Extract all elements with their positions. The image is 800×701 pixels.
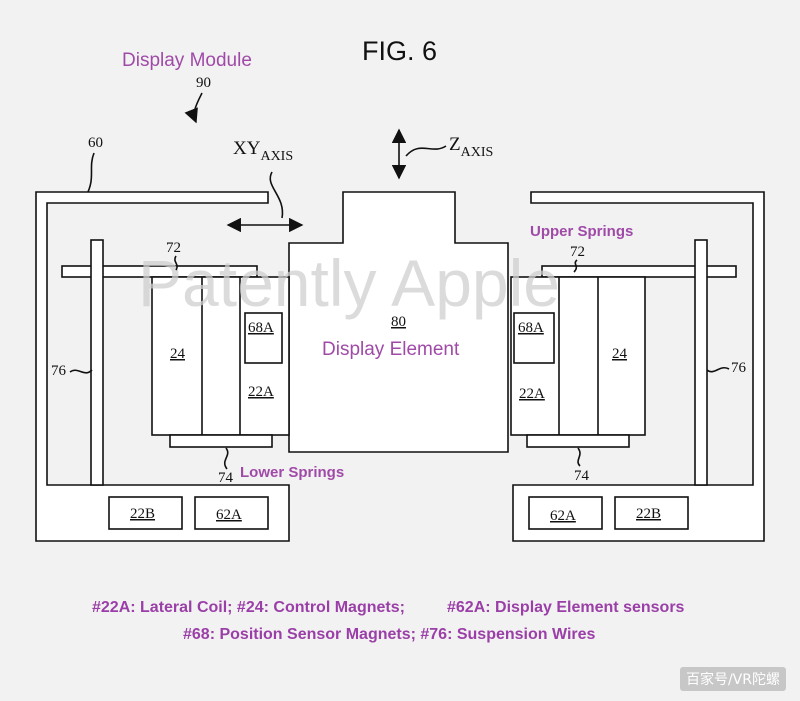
left-upper-spring-leader <box>174 255 178 271</box>
legend-line-1b: #62A: Display Element sensors <box>447 599 685 616</box>
right-sensor-magnet-ref: 68A <box>518 320 544 336</box>
left-upper-spring-ref: 72 <box>166 240 181 256</box>
left-magnet-ref: 24 <box>170 346 186 362</box>
right-lower-spring-leader <box>577 447 581 467</box>
housing-ref: 60 <box>88 135 103 151</box>
left-lower-spring-leader <box>223 447 229 470</box>
upper-springs-label: Upper Springs <box>530 223 633 240</box>
left-sensor-magnet <box>244 312 283 364</box>
left-lower-spring <box>169 434 273 448</box>
xy-axis-leader <box>269 171 284 219</box>
right-upper-spring-ref: 72 <box>570 244 585 260</box>
xy-axis-sub: AXIS <box>260 149 293 164</box>
left-lower-spring-ref: 74 <box>218 470 234 486</box>
xy-axis-label: XYAXIS <box>233 138 293 164</box>
right-sensor-magnet <box>513 312 555 364</box>
z-axis-label: ZAXIS <box>449 134 493 160</box>
left-wire-ref: 76 <box>51 363 67 379</box>
left-lateral-coil-ref: 22A <box>248 384 274 400</box>
right-wire-ref: 76 <box>731 360 747 376</box>
display-element-ref: 80 <box>391 314 406 330</box>
right-lower-spring-ref: 74 <box>574 468 590 484</box>
right-sensor-ref: 62A <box>550 508 576 524</box>
right-base-coil <box>614 496 689 530</box>
z-axis-leader <box>405 145 447 157</box>
right-base-coil-ref: 22B <box>636 506 661 522</box>
left-wire-leader <box>69 369 93 374</box>
display-element <box>288 191 509 453</box>
legend-line-2: #68: Position Sensor Magnets; #76: Suspe… <box>183 626 596 643</box>
display-element-label: Display Element <box>322 339 460 360</box>
xy-axis-main: XY <box>233 138 261 159</box>
module-label: Display Module <box>122 50 252 71</box>
module-ref-arrow <box>184 92 203 124</box>
z-axis-main: Z <box>449 134 461 155</box>
housing-leader <box>85 152 95 197</box>
left-sensor-ref: 62A <box>216 507 242 523</box>
module-ref: 90 <box>196 75 211 91</box>
left-suspension-wire <box>90 239 104 486</box>
right-suspension-wire <box>694 239 708 486</box>
left-base-coil <box>108 496 183 530</box>
z-axis-sub: AXIS <box>461 145 494 160</box>
left-sensor <box>194 496 269 530</box>
right-upper-spring-leader <box>573 259 578 273</box>
source-watermark: 百家号/VR陀螺 <box>679 667 786 691</box>
left-sensor-magnet-ref: 68A <box>248 320 274 336</box>
right-magnet-ref: 24 <box>612 346 628 362</box>
left-base-coil-ref: 22B <box>130 506 155 522</box>
lower-springs-label: Lower Springs <box>240 464 344 481</box>
watermark: Patently Apple <box>138 246 560 320</box>
right-lateral-coil-ref: 22A <box>519 386 545 402</box>
right-lower-spring <box>526 434 630 448</box>
figure-title: FIG. 6 <box>362 36 437 66</box>
right-wire-leader <box>706 367 730 373</box>
legend-line-1a: #22A: Lateral Coil; #24: Control Magnets… <box>92 599 405 616</box>
right-sensor <box>528 496 603 530</box>
